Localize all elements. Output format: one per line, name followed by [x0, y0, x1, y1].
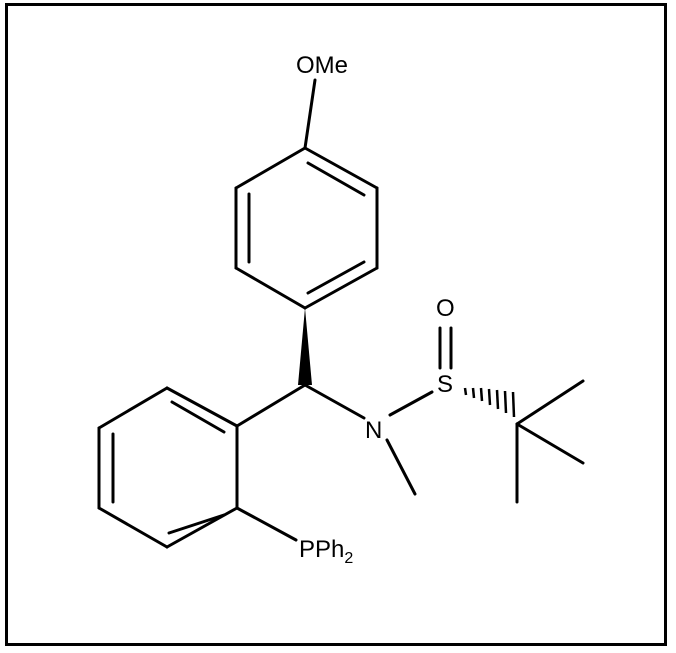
- bond-ring-p: [235, 506, 298, 542]
- bond-tbu-2: [515, 422, 585, 465]
- ome-label: OMe: [296, 52, 348, 79]
- phenyl-ring: [97, 386, 239, 549]
- sulfur-label: S: [437, 371, 453, 398]
- bond-n-methyl: [385, 438, 417, 496]
- diagram-frame: [5, 3, 667, 646]
- bond-n-s: [388, 390, 434, 417]
- hashed-bond: [463, 387, 516, 418]
- oxygen-label: O: [436, 295, 455, 322]
- bond-c-phenyl: [235, 383, 307, 428]
- pph2-label: PPh2: [299, 536, 353, 567]
- bond-c-n: [303, 383, 366, 420]
- wedge-bond: [298, 308, 312, 385]
- bond-tbu-1: [515, 379, 585, 426]
- bond-ring-ome: [303, 78, 317, 150]
- nitrogen-label: N: [365, 417, 382, 444]
- methoxyphenyl-ring: [234, 146, 379, 310]
